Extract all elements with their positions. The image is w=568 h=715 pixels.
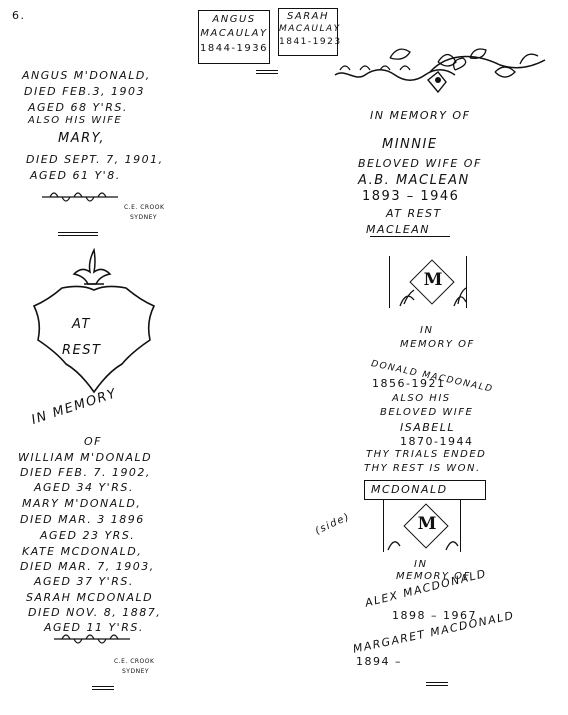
inscription-line: of (84, 435, 102, 448)
inscription-line: MacLean (366, 223, 431, 236)
shield-text: Rest (62, 343, 102, 358)
inscription-line: 1856-1921 (372, 377, 446, 390)
inscription-line: Angus M'Donald, (22, 69, 151, 82)
inscription-line: At Rest (386, 207, 442, 220)
monogram-block: M (386, 256, 470, 312)
plaque-line: Angus (212, 14, 256, 25)
inscription-line: Aged 23 yrs. (40, 529, 136, 542)
inscription-line: Aged 68 Y'rs. (28, 101, 128, 114)
maker-mark: Sydney (122, 668, 150, 675)
floral-ornament (334, 48, 546, 94)
plaque-angus-macaulay: Angus MacAulay 1844-1936 (198, 10, 270, 64)
leaf-garland (54, 634, 130, 644)
plaque-line: 1844-1936 (199, 43, 268, 54)
inscription-line: 1898 – 1967 (392, 609, 477, 622)
inscription-line: Aged 61 Y'8. (30, 169, 121, 182)
inscription-line: Aged 11 Y'rs. (44, 621, 144, 634)
leaf-garland (42, 192, 118, 202)
side-border (460, 500, 461, 552)
inscription-line: Kate McDonald, (22, 545, 143, 558)
side-border (466, 256, 467, 308)
inscription-line: 1870-1944 (400, 435, 474, 448)
monogram-letter: M (423, 270, 443, 290)
inscription-line: Memory of (400, 339, 475, 350)
inscription-line: 1893 – 1946 (362, 189, 460, 204)
page-number: 6. (12, 9, 26, 22)
plaque-sarah-macaulay: Sarah MacAulay 1841-1923 (278, 8, 342, 56)
monogram-letter: M (417, 514, 437, 534)
monogram-block: M (380, 500, 464, 556)
inscription-line: 1894 – (356, 655, 402, 668)
maker-mark: Sydney (130, 214, 158, 221)
divider-marks (58, 232, 98, 238)
plaque-line: Sarah (287, 11, 329, 22)
plaque-line: MacAulay (279, 24, 341, 34)
divider-marks (92, 686, 114, 692)
inscription-line: Died Mar. 3 1896 (20, 513, 145, 526)
inscription-line: Died Mar. 7, 1903, (20, 560, 155, 573)
inscription-line: A.B. MacLean (358, 173, 470, 188)
divider-marks (256, 70, 278, 76)
inscription-line: Died Feb. 7. 1902, (20, 466, 151, 479)
divider-marks (426, 682, 448, 688)
side-border (383, 500, 384, 552)
inscription-line: Thy trials ended (366, 449, 487, 460)
ferns (399, 287, 467, 307)
inscription-line: Mary M'Donald, (22, 497, 142, 510)
plaque-line: MacAulay (200, 28, 268, 39)
side-note: (side) (313, 511, 353, 538)
inscription-line: Aged 37 Y'rs. (34, 575, 134, 588)
underline (370, 236, 450, 237)
inscription-line: William M'Donald (18, 451, 153, 464)
side-border (389, 256, 390, 308)
inscription-line: In (414, 559, 428, 570)
shield-fleur-de-lis (32, 247, 156, 394)
inscription-line: Minnie (382, 137, 438, 152)
inscription-line: In Memory of (370, 109, 471, 122)
inscription-line: Aged 34 Y'rs. (34, 481, 134, 494)
inscription-line: Thy rest is won. (364, 463, 481, 474)
plaque-line: 1841-1923 (279, 37, 342, 47)
name-plate-text: McDonald (371, 483, 448, 496)
inscription-line: Isabell (400, 421, 456, 434)
inscription-line: Sarah McDonald (26, 591, 154, 604)
maker-mark: C.E. Crook (114, 658, 155, 665)
inscription-line: Also his (392, 393, 451, 404)
shield-text: At (72, 317, 91, 332)
inscription-line: Died Nov. 8, 1887, (28, 606, 162, 619)
inscription-line: Died Feb.3, 1903 (24, 85, 145, 98)
inscription-line: Beloved wife of (358, 157, 482, 170)
inscription-line: Mary, (58, 131, 106, 146)
inscription-line: Also his wife (28, 115, 123, 126)
inscription-line: Died Sept. 7, 1901, (26, 153, 164, 166)
maker-mark: C.E. Crook (124, 204, 165, 211)
name-plate: McDonald (364, 480, 486, 500)
inscription-line: Memory of (396, 571, 471, 582)
ferns (387, 541, 459, 551)
inscription-line: In (420, 325, 434, 336)
inscription-line: Beloved wife (380, 407, 474, 418)
